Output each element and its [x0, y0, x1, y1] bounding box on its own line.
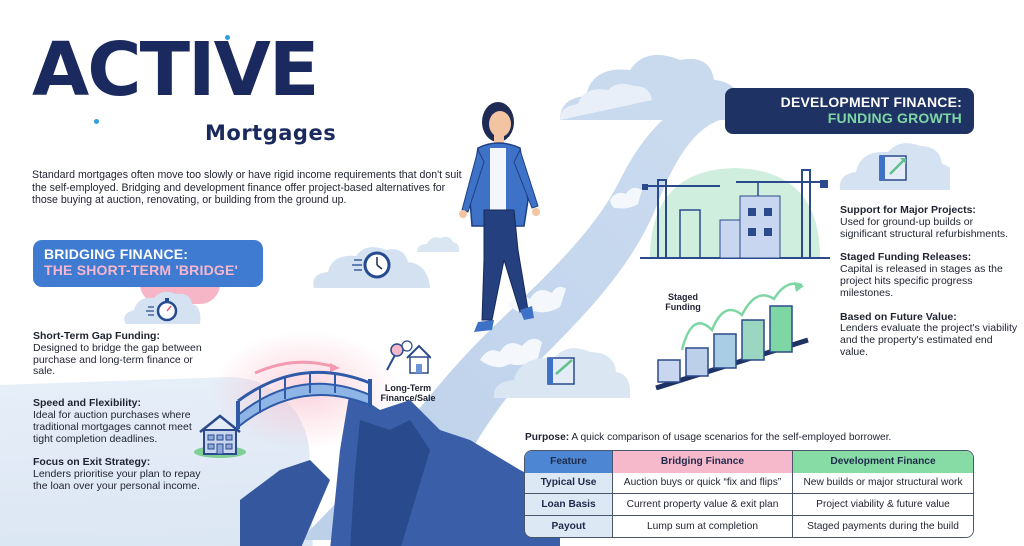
- stopwatch-icon: [124, 292, 201, 324]
- bridging-title-line1: BRIDGING FINANCE:: [44, 246, 189, 262]
- development-point: Support for Major Projects: Used for gro…: [840, 204, 1018, 240]
- house-icon: [194, 414, 246, 458]
- active-mortgages-logo: ACTIVE Mortgages: [32, 27, 342, 145]
- table-row: Payout Lump sum at completion Staged pay…: [525, 515, 973, 537]
- bridge-icon: [236, 360, 372, 430]
- cloud-decoration: [560, 54, 744, 120]
- blueprint-icon: [839, 143, 950, 190]
- point-heading: Staged Funding Releases:: [840, 251, 972, 264]
- table-row: Typical Use Auction buys or quick “fix a…: [525, 472, 973, 494]
- purpose-caption: Purpose: A quick comparison of usage sce…: [525, 432, 891, 443]
- cliff-left-illustration: [240, 460, 330, 546]
- point-body: Designed to bridge the gap between purch…: [33, 341, 202, 378]
- point-heading: Focus on Exit Strategy:: [33, 456, 151, 469]
- staged-funding-label: Staged Funding: [665, 292, 701, 312]
- point-heading: Support for Major Projects:: [840, 204, 976, 216]
- comparison-table: Feature Bridging Finance Development Fin…: [524, 450, 974, 538]
- point-body: Lenders evaluate the project's viability…: [840, 322, 1018, 358]
- point-heading: Speed and Flexibility:: [33, 397, 141, 410]
- table-cell: Auction buys or quick “fix and flips”: [613, 472, 793, 494]
- row-label: Loan Basis: [525, 494, 613, 516]
- development-finance-heading: DEVELOPMENT FINANCE: FUNDING GROWTH: [725, 88, 974, 134]
- logo-subtitle: Mortgages: [205, 121, 337, 145]
- table-cell: Current property value & exit plan: [613, 494, 793, 516]
- clock-icon: [313, 247, 430, 288]
- point-body: Capital is released in stages as the pro…: [840, 263, 1003, 299]
- long-term-finance-label: Long-Term Finance/Sale: [380, 383, 436, 403]
- walking-woman-illustration: [459, 102, 540, 332]
- table-cell: Lump sum at completion: [613, 515, 793, 537]
- header-development: Development Finance: [793, 451, 973, 473]
- table-cell: New builds or major structural work: [793, 472, 973, 494]
- table-cell: Project viability & future value: [793, 494, 973, 516]
- purpose-label: Purpose:: [525, 432, 570, 443]
- intro-paragraph: Standard mortgages often move too slowly…: [32, 169, 462, 207]
- small-cloud-decoration: [417, 236, 460, 252]
- point-body: Lenders prioritise your plan to repay th…: [33, 468, 201, 492]
- logo-dot-icon: [94, 119, 99, 124]
- staged-blocks-icon: [655, 282, 809, 390]
- development-point: Based on Future Value: Lenders evaluate …: [840, 310, 1018, 359]
- key-house-icon: [386, 340, 431, 374]
- point-heading: Based on Future Value:: [840, 310, 957, 323]
- cliff-right-illustration: [330, 390, 560, 546]
- bridging-point: Short-Term Gap Funding: Designed to brid…: [33, 330, 213, 378]
- point-body: Used for ground-up builds or significant…: [840, 215, 1009, 240]
- logo-dot-icon: [225, 35, 230, 40]
- row-label: Typical Use: [525, 472, 613, 494]
- table-row: Loan Basis Current property value & exit…: [525, 494, 973, 516]
- development-title-line1: DEVELOPMENT FINANCE:: [780, 94, 962, 110]
- development-title-line2: FUNDING GROWTH: [827, 110, 962, 126]
- purpose-text: A quick comparison of usage scenarios fo…: [569, 432, 892, 443]
- development-point: Staged Funding Releases: Capital is rele…: [840, 252, 1018, 299]
- table-header-row: Feature Bridging Finance Development Fin…: [525, 451, 973, 473]
- point-heading: Short-Term Gap Funding:: [33, 330, 160, 342]
- construction-icon: [640, 168, 830, 259]
- bridging-points-list: Short-Term Gap Funding: Designed to brid…: [33, 330, 213, 505]
- header-bridging: Bridging Finance: [613, 451, 793, 473]
- bridging-point: Focus on Exit Strategy: Lenders prioriti…: [33, 457, 213, 492]
- point-body: Ideal for auction purchases where tradit…: [33, 408, 192, 445]
- row-label: Payout: [525, 515, 613, 537]
- bridging-point: Speed and Flexibility: Ideal for auction…: [33, 397, 213, 445]
- logo-wordmark: ACTIVE: [32, 27, 319, 113]
- bridging-title-line2: THE SHORT-TERM 'BRIDGE': [44, 262, 239, 278]
- development-points-list: Support for Major Projects: Used for gro…: [840, 204, 1018, 371]
- bridging-finance-heading: BRIDGING FINANCE: THE SHORT-TERM 'BRIDGE…: [33, 240, 263, 287]
- table-cell: Staged payments during the build: [793, 515, 973, 537]
- blueprint-icon: [493, 348, 630, 398]
- header-feature: Feature: [525, 451, 613, 473]
